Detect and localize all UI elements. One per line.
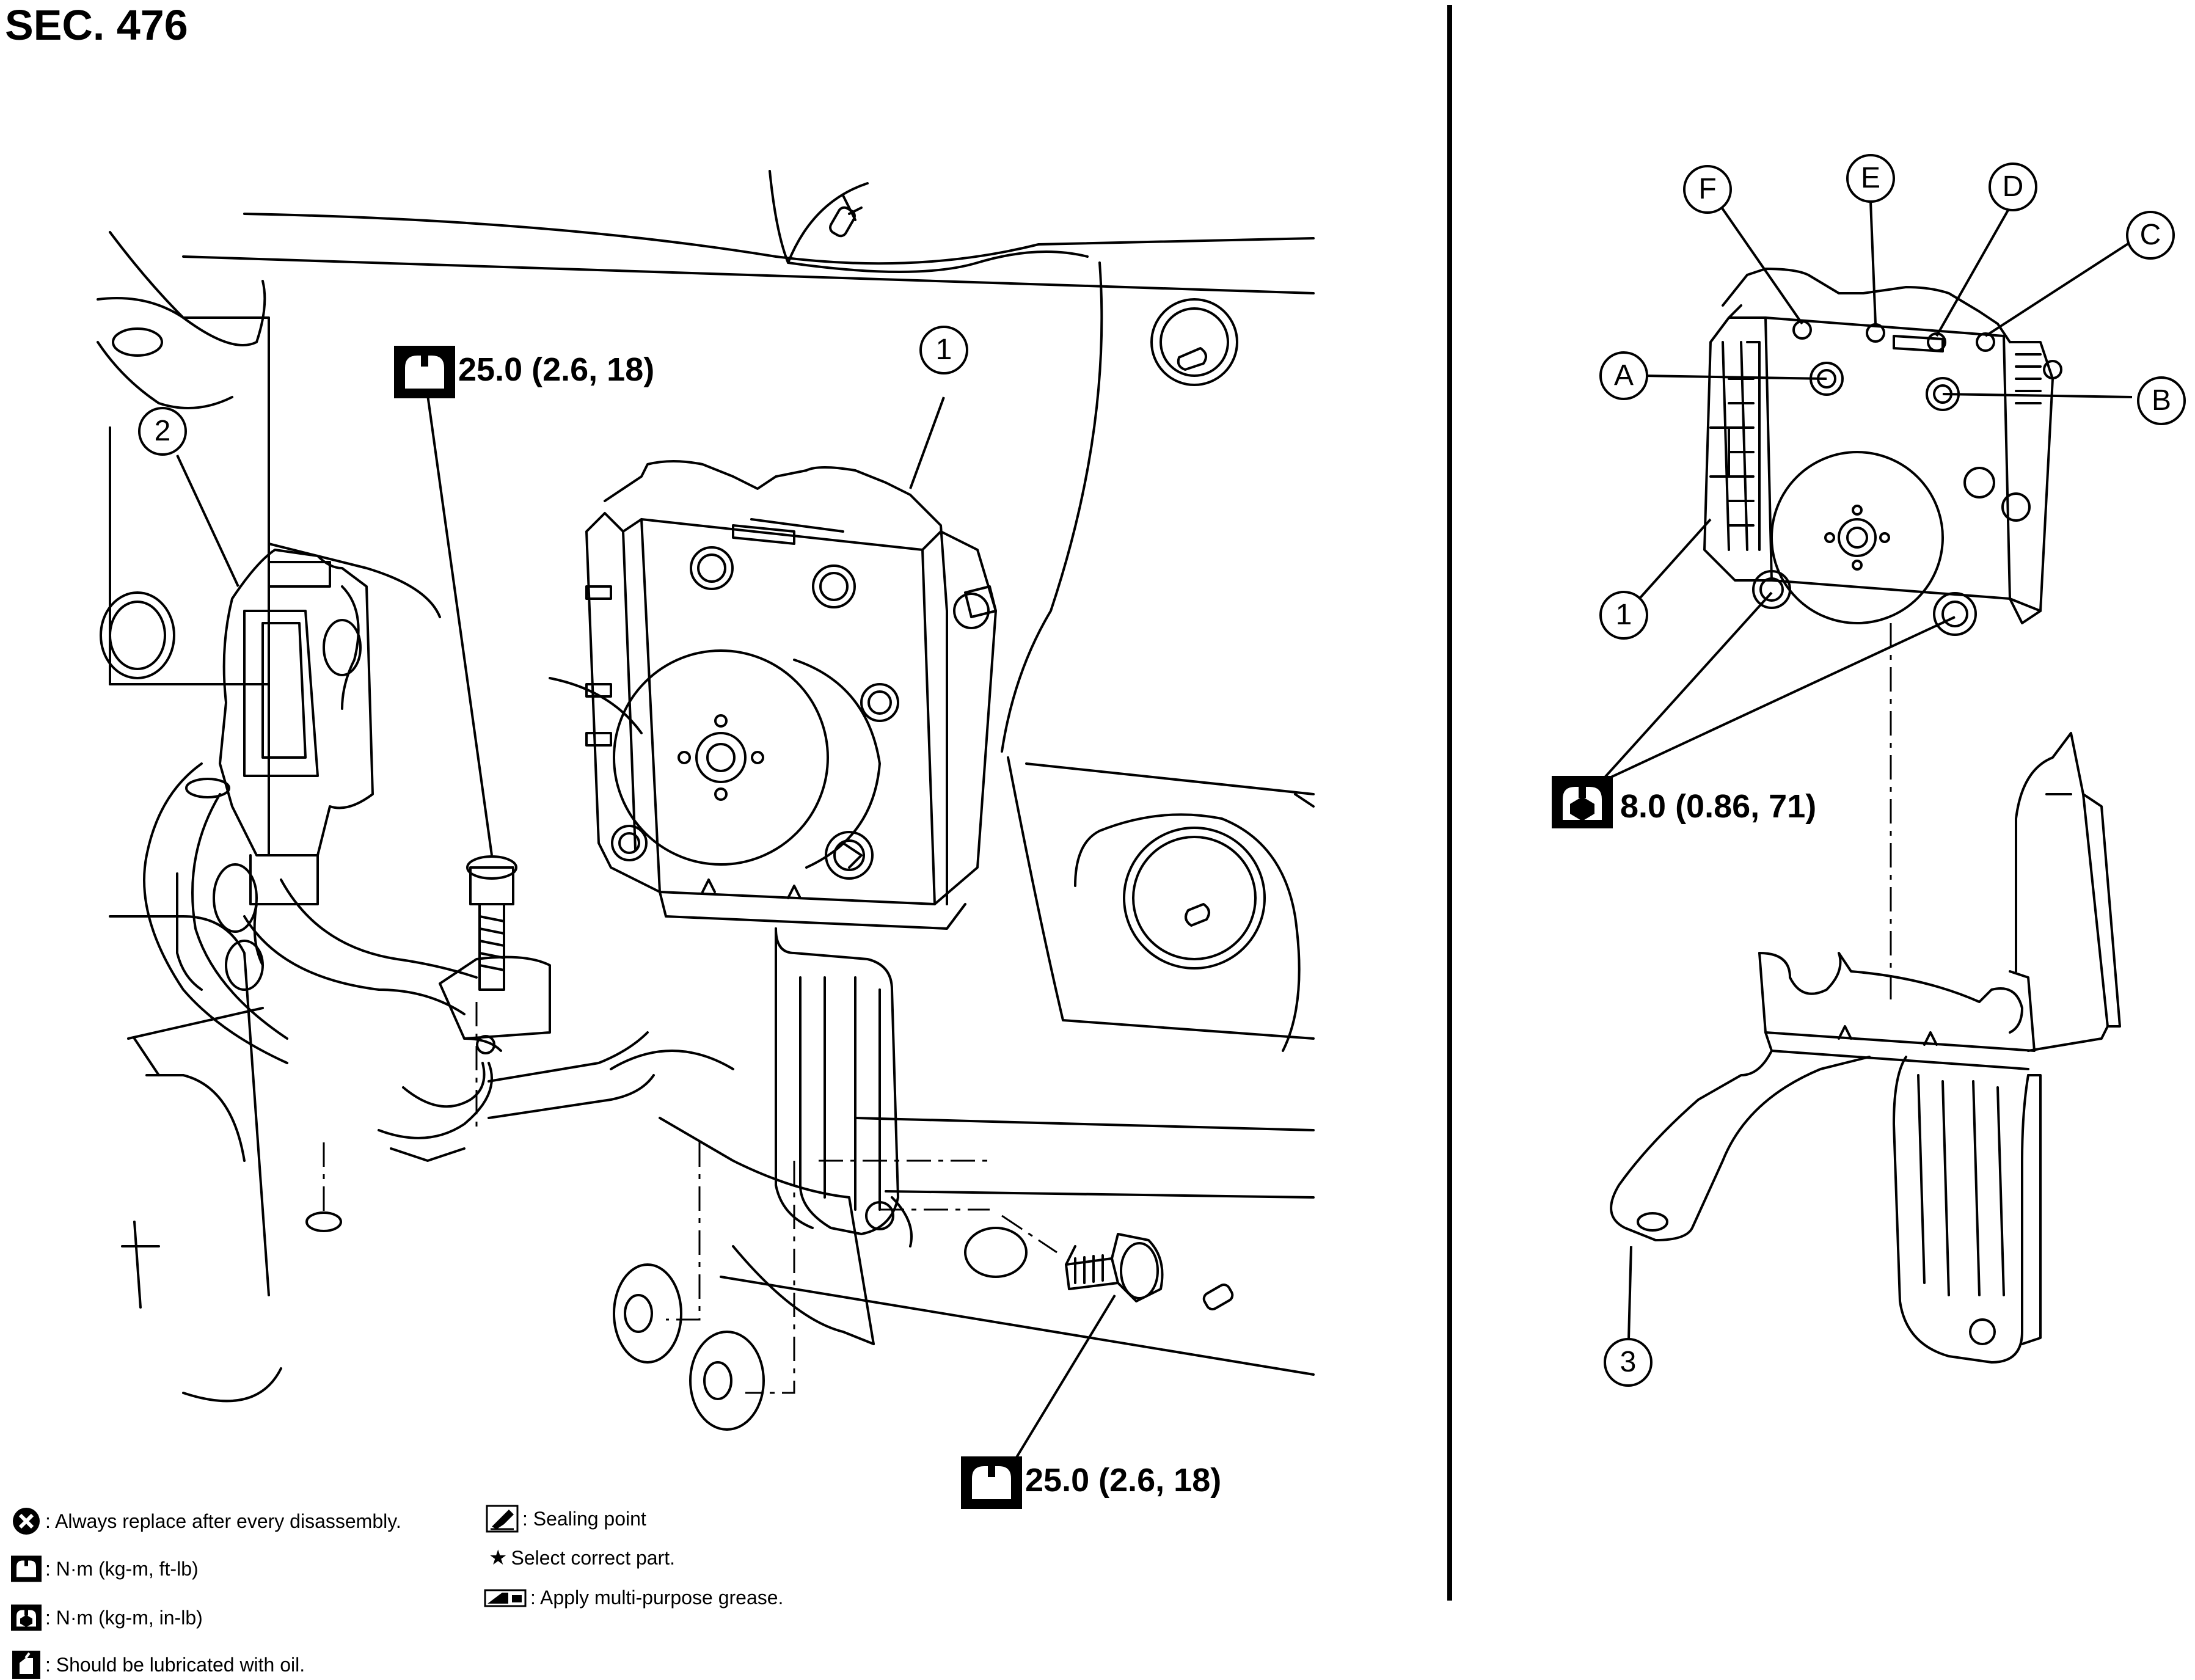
torque-value-lower-bolt: 25.0 (2.6, 18) [1025,1462,1222,1499]
callout-label-1-left: 1 [935,334,952,366]
section-title: SEC. 476 [5,1,188,49]
callout-label-B: B [2151,384,2171,417]
callout-D [1989,163,2037,211]
brake-tube-left [176,872,203,991]
torque-value-upper-bolt: 25.0 (2.6, 18) [458,351,655,388]
legend-replace: : Always replace after every disassembly… [11,1506,401,1536]
oil-can-icon [12,1651,40,1679]
legend-nm-ftlb: : N·m (kg-m, ft-lb) [11,1555,199,1583]
abs-actuator-right [1703,268,2062,636]
torque-wrench-icon-lower [961,1456,1022,1509]
callout-E [1846,154,1895,203]
tube-joint [402,1062,486,1108]
legend-grease: : Apply multi-purpose grease. [484,1585,783,1610]
star-icon: ★ [489,1546,508,1569]
grease-icon [484,1589,527,1607]
body-outline-top [243,213,1315,265]
pump-motor-left [613,649,829,866]
callout-2-left [138,407,187,456]
callout-label-A: A [1613,359,1634,392]
replace-x-icon [13,1508,40,1535]
callout-label-1-right: 1 [1615,599,1632,631]
panel-divider [1447,5,1452,1601]
pump-motor-right [1770,451,1944,624]
callout-label-3-right: 3 [1620,1346,1637,1378]
torque-wrench-inlb-icon [1552,776,1613,828]
torque-value-actuator-nuts: 8.0 (0.86, 71) [1620,788,1817,825]
legend: : Always replace after every disassembly… [0,1494,855,1680]
wrench-inlb-icon [11,1604,42,1631]
callout-F [1683,165,1732,214]
bracket-2-outline [219,549,374,856]
callout-B [2137,376,2186,425]
sealing-point-icon [486,1505,519,1533]
callout-label-F: F [1698,173,1717,205]
legend-sealing: : Sealing point [486,1505,646,1533]
callout-label-C: C [2139,219,2161,251]
torque-wrench-icon-upper [394,346,455,398]
callout-1-right [1599,591,1648,640]
callout-label-2-left: 2 [154,415,171,447]
callout-label-D: D [2002,170,2024,203]
wrench-ftlb-icon [11,1555,42,1582]
callout-A [1599,351,1648,400]
callout-C [2126,211,2175,260]
callout-3-right [1604,1338,1653,1387]
legend-oil: : Should be lubricated with oil. [11,1649,305,1680]
callout-label-E: E [1860,162,1880,194]
legend-select: ★ Select correct part. [489,1546,676,1569]
callout-1-left [919,326,968,374]
legend-nm-inlb: : N·m (kg-m, in-lb) [11,1604,203,1632]
upper-bolt [466,855,517,991]
mount-bracket-right [1610,732,2121,1364]
abs-actuator-left [585,460,997,930]
lower-bolt [1065,1233,1164,1302]
mount-bracket-left [775,927,899,1235]
